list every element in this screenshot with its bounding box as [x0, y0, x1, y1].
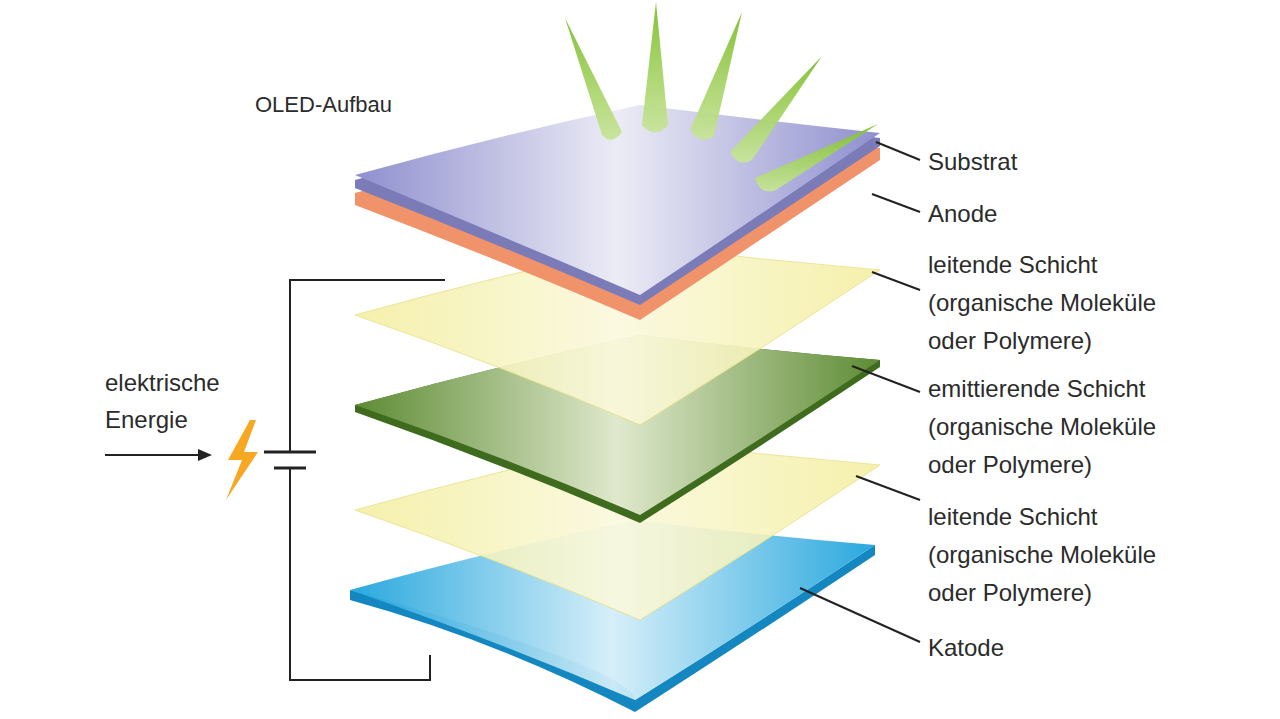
- layer-label: emittierende Schicht (organische Molekül…: [928, 370, 1208, 484]
- layer-label: leitende Schicht (organische Moleküle od…: [928, 498, 1208, 612]
- layer-label: Anode: [928, 195, 1228, 233]
- lightning-symbol: [226, 420, 258, 500]
- light-rays: [565, 2, 878, 192]
- layer-label: Substrat: [928, 143, 1228, 181]
- energy-label: elektrische Energie: [105, 364, 255, 438]
- leader-line: [800, 142, 920, 642]
- energy-arrow: [105, 449, 212, 461]
- diagram-title: OLED-Aufbau: [255, 90, 515, 120]
- layer-label: leitende Schicht (organische Moleküle od…: [928, 246, 1208, 360]
- layer-label: Katode: [928, 629, 1228, 667]
